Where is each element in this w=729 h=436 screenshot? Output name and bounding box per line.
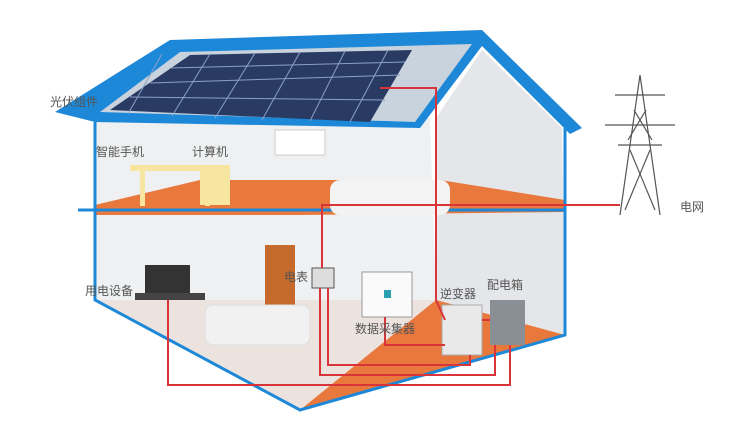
power-pylon <box>605 74 675 216</box>
wiring <box>167 87 620 386</box>
bed <box>330 180 450 215</box>
desk-and-chair <box>130 165 230 206</box>
tv-stand <box>135 293 205 300</box>
label-grid: 电网 <box>680 200 705 214</box>
sofa <box>204 304 311 346</box>
label-meter: 电表 <box>284 270 309 284</box>
window <box>274 129 326 156</box>
distribution-box-device <box>490 300 525 345</box>
label-inverter: 逆变器 <box>440 287 477 301</box>
panel-grid <box>127 49 406 123</box>
house-outline <box>93 122 567 412</box>
meter-device <box>311 267 335 289</box>
label-smartphone: 智能手机 <box>96 145 145 159</box>
label-distribution-box: 配电箱 <box>487 278 524 292</box>
label-pv-modules: 光伏组件 <box>50 95 99 109</box>
door <box>265 245 295 305</box>
tv <box>145 265 190 293</box>
inverter-device <box>441 304 483 356</box>
label-appliances: 用电设备 <box>85 284 134 298</box>
label-data-logger: 数据采集器 <box>355 322 416 336</box>
label-computer: 计算机 <box>192 145 229 159</box>
